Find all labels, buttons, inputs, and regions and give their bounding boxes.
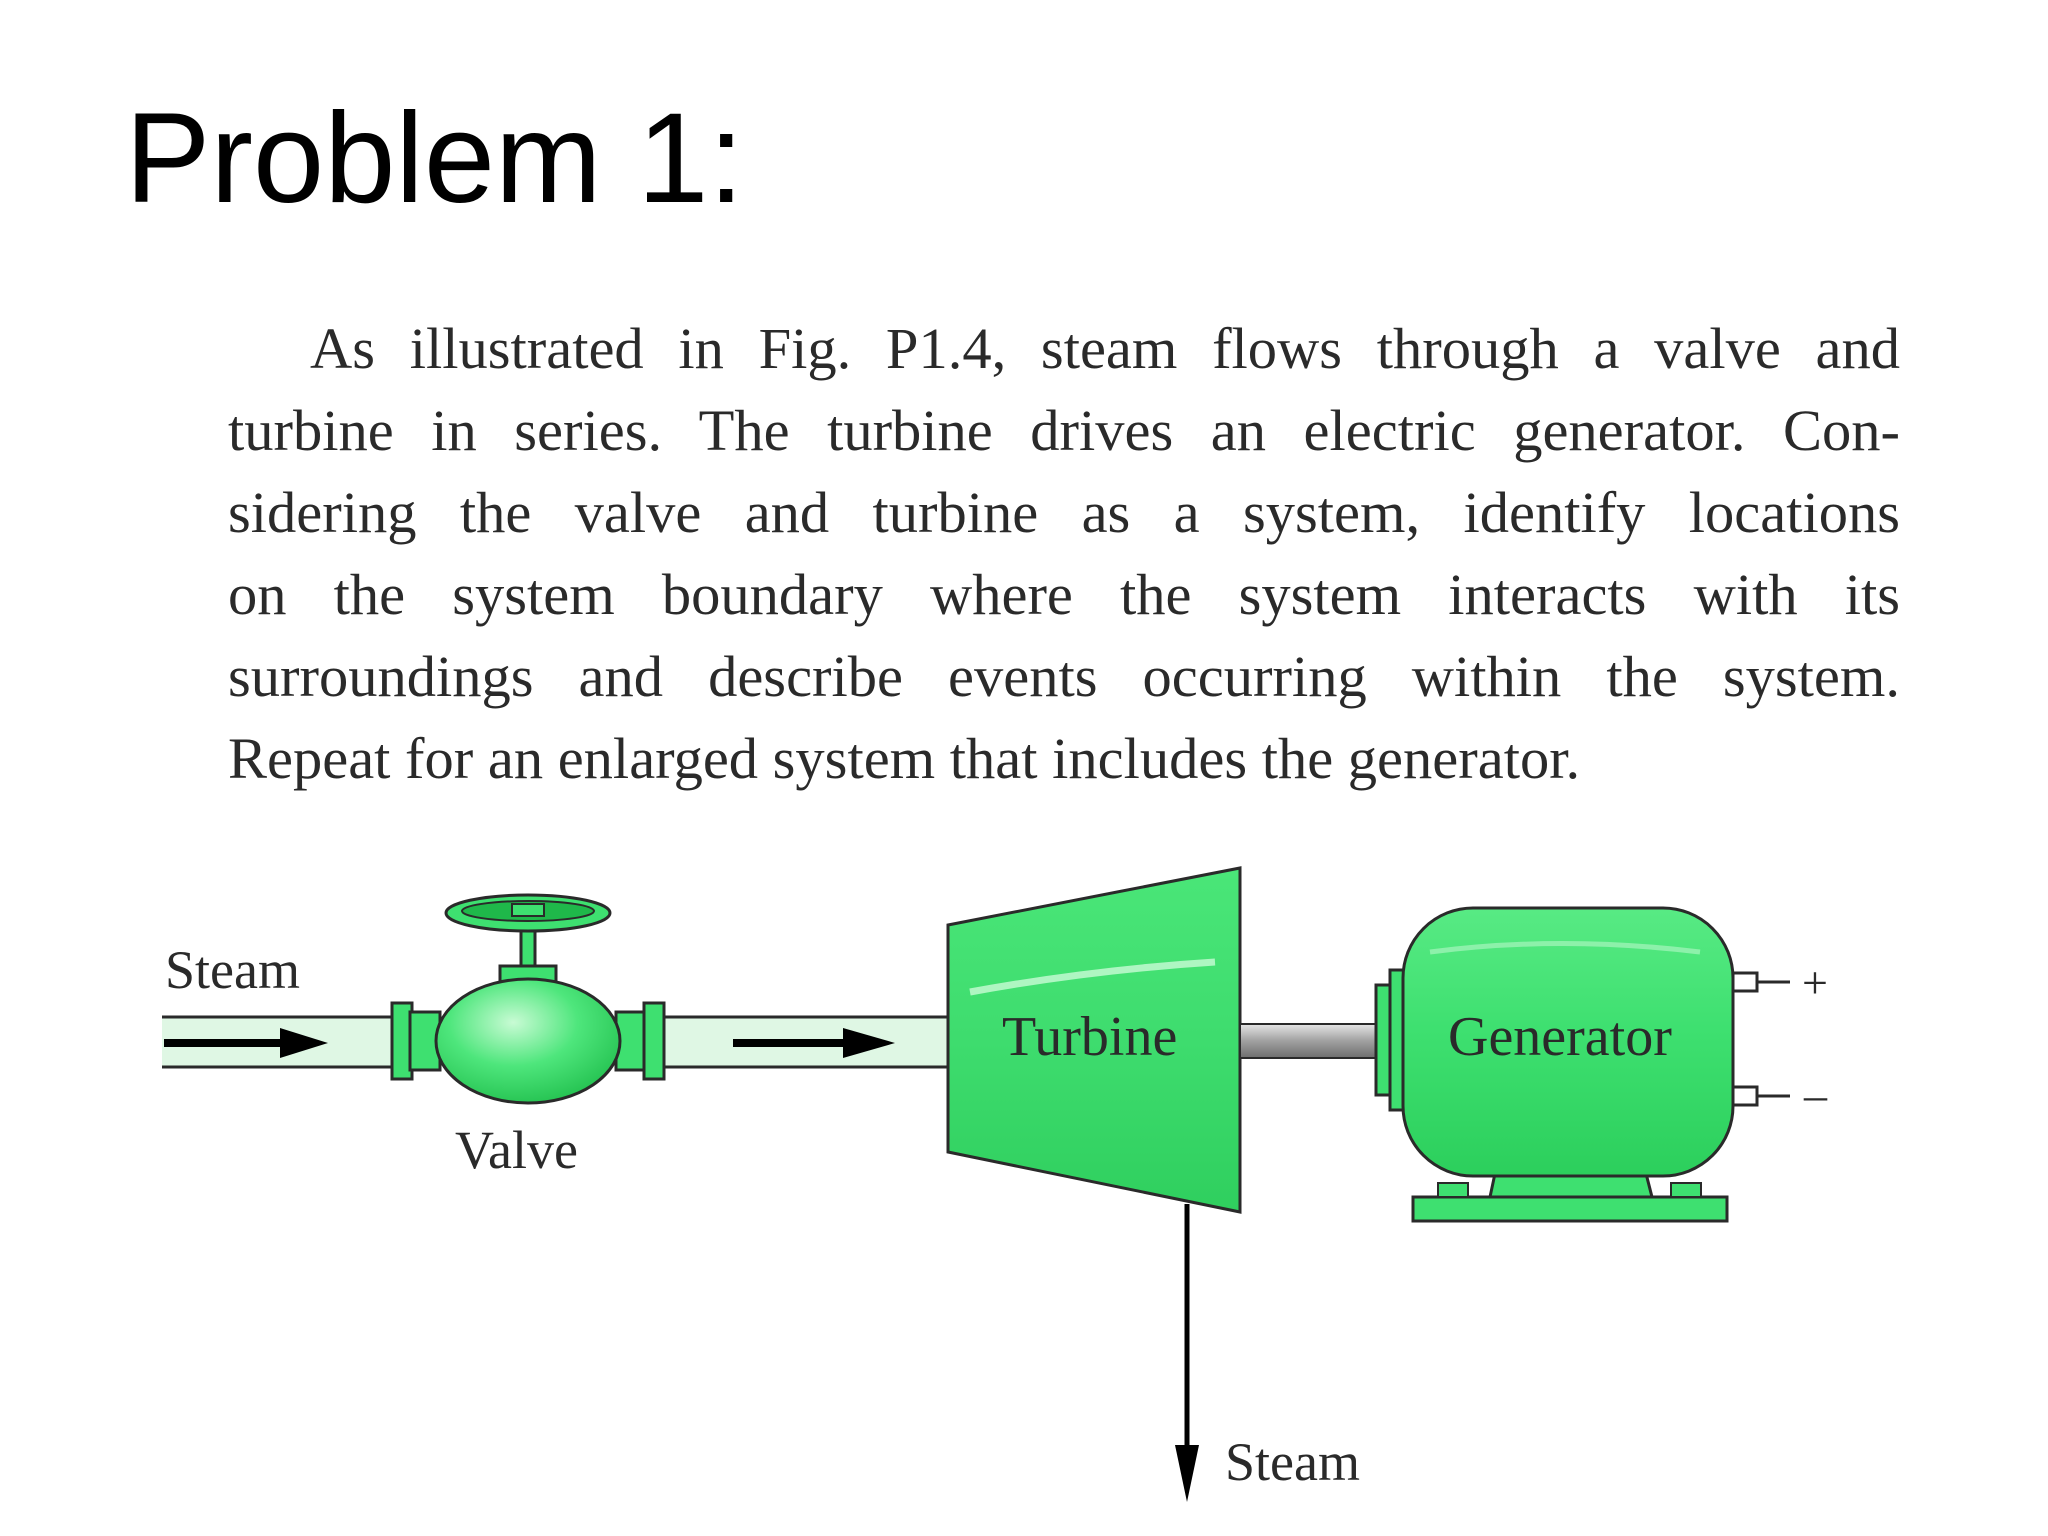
valve	[390, 893, 666, 1105]
label-plus: +	[1802, 957, 1828, 1008]
label-valve: Valve	[455, 1120, 578, 1180]
label-turbine: Turbine	[1002, 1006, 1177, 1068]
inlet-flow-arrow	[164, 1028, 328, 1058]
problem-line-1: As illustrated in Fig. P1.4, steam flows…	[310, 316, 1900, 381]
terminal-plus	[1731, 971, 1759, 993]
label-minus: –	[1803, 1069, 1828, 1120]
exhaust-flow-arrow	[1175, 1204, 1199, 1502]
outlet-flow-arrow	[733, 1028, 895, 1058]
problem-line-2: turbine in series. The turbine drives an…	[228, 398, 1900, 463]
slide-title: Problem 1:	[125, 87, 744, 230]
label-steam-in: Steam	[165, 940, 300, 1000]
label-steam-out: Steam	[1225, 1432, 1360, 1492]
turbine-shaft	[1239, 1023, 1377, 1059]
problem-line-4: on the system boundary where the system …	[228, 562, 1900, 627]
label-generator: Generator	[1448, 1006, 1672, 1068]
problem-statement: As illustrated in Fig. P1.4, steam flows…	[228, 308, 1900, 800]
generator	[1374, 906, 1790, 1223]
problem-line-6: Repeat for an enlarged system that inclu…	[228, 726, 1581, 791]
turbine	[946, 866, 1242, 1214]
problem-line-5: surroundings and describe events occurri…	[228, 644, 1900, 709]
problem-line-3: sidering the valve and turbine as a syst…	[228, 480, 1900, 545]
generator-housing	[1401, 906, 1735, 1178]
terminal-minus	[1731, 1085, 1759, 1107]
valve-body	[434, 977, 622, 1105]
